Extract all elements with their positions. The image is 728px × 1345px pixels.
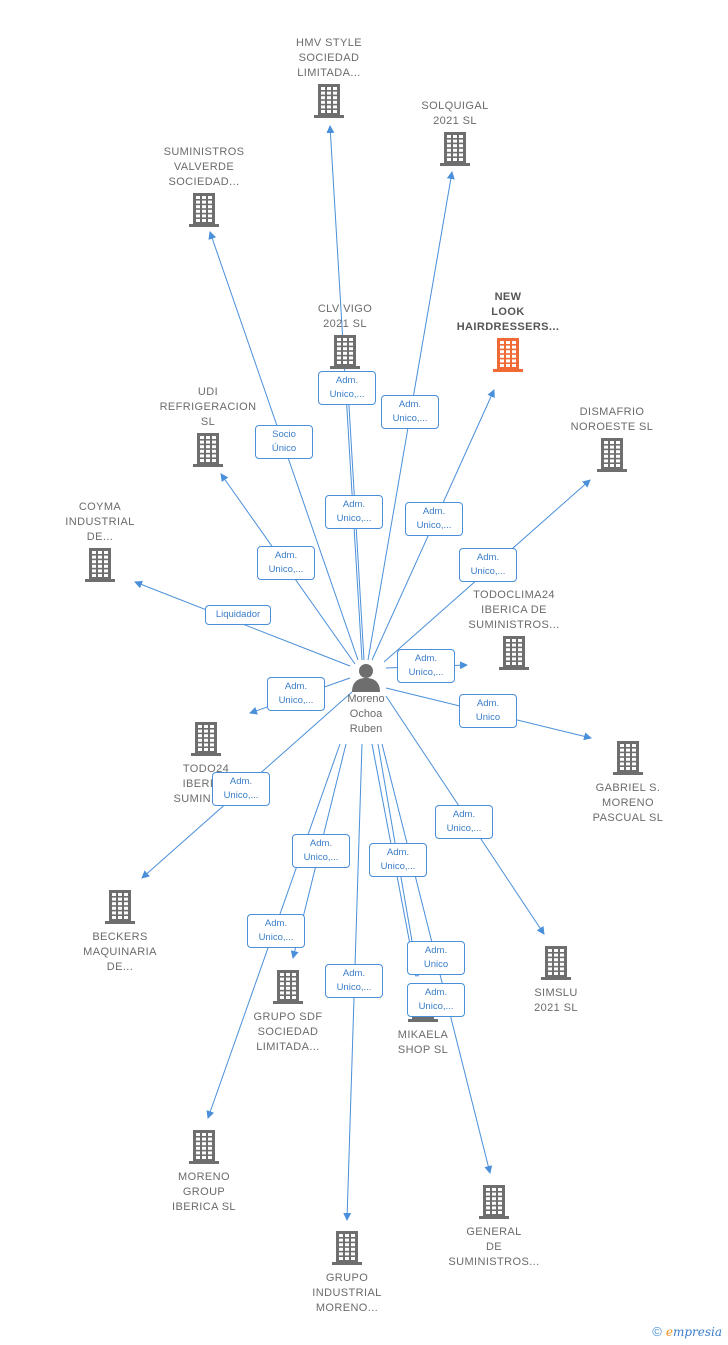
- building-icon: [191, 722, 221, 756]
- company-node-solquigal[interactable]: SOLQUIGAL 2021 SL: [380, 99, 530, 166]
- copyright-icon: ©: [652, 1324, 662, 1339]
- company-label: COYMA INDUSTRIAL DE...: [65, 501, 135, 543]
- company-node-suministros-valverde[interactable]: SUMINISTROS VALVERDE SOCIEDAD...: [129, 145, 279, 227]
- company-node-todoclima24[interactable]: TODOCLIMA24 IBERICA DE SUMINISTROS...: [439, 588, 589, 670]
- person-icon: [352, 664, 380, 692]
- building-icon: [332, 1231, 362, 1265]
- company-label: MORENO GROUP IBERICA SL: [172, 1171, 236, 1213]
- relation-role-tag[interactable]: Adm. Unico,...: [369, 843, 427, 877]
- relation-role-tag[interactable]: Adm. Unico: [459, 694, 517, 728]
- company-node-simslu[interactable]: SIMSLU 2021 SL: [481, 943, 631, 1016]
- relation-role-tag[interactable]: Adm. Unico,...: [247, 914, 305, 948]
- building-icon: [541, 946, 571, 980]
- center-person[interactable]: Moreno Ochoa Ruben: [316, 662, 416, 737]
- relation-role-tag[interactable]: Adm. Unico,...: [407, 983, 465, 1017]
- building-icon: [189, 1130, 219, 1164]
- company-label: MIKAELA SHOP SL: [397, 1029, 449, 1056]
- company-label: GABRIEL S. MORENO PASCUAL SL: [592, 782, 664, 824]
- company-label: GENERAL DE SUMINISTROS...: [448, 1226, 540, 1268]
- building-icon: [597, 438, 627, 472]
- relation-role-tag[interactable]: Adm. Unico,...: [405, 502, 463, 536]
- relation-role-tag[interactable]: Adm. Unico,...: [267, 677, 325, 711]
- company-label: UDI REFRIGERACION SL: [159, 386, 257, 428]
- company-node-dismafrio[interactable]: DISMAFRIO NOROESTE SL: [537, 405, 687, 472]
- company-node-coyma[interactable]: COYMA INDUSTRIAL DE...: [25, 500, 175, 582]
- building-icon: [499, 636, 529, 670]
- building-icon: [273, 970, 303, 1004]
- building-icon: [479, 1185, 509, 1219]
- company-node-beckers[interactable]: BECKERS MAQUINARIA DE...: [45, 887, 195, 975]
- company-node-new-look[interactable]: NEW LOOK HAIRDRESSERS...: [433, 290, 583, 372]
- building-icon: [493, 338, 523, 372]
- building-icon: [613, 741, 643, 775]
- company-node-moreno-group[interactable]: MORENO GROUP IBERICA SL: [129, 1127, 279, 1215]
- relation-role-tag[interactable]: Adm. Unico,...: [292, 834, 350, 868]
- relation-role-tag[interactable]: Adm. Unico,...: [459, 548, 517, 582]
- company-label: BECKERS MAQUINARIA DE...: [83, 931, 157, 973]
- company-label: GRUPO INDUSTRIAL MORENO...: [312, 1272, 382, 1314]
- company-node-hmv[interactable]: HMV STYLE SOCIEDAD LIMITADA...: [254, 36, 404, 118]
- company-node-general[interactable]: GENERAL DE SUMINISTROS...: [419, 1182, 569, 1270]
- company-label: SUMINISTROS VALVERDE SOCIEDAD...: [163, 146, 245, 188]
- company-label: NEW LOOK HAIRDRESSERS...: [456, 291, 560, 333]
- person-name: Moreno Ochoa Ruben: [347, 693, 385, 735]
- company-label: TODOCLIMA24 IBERICA DE SUMINISTROS...: [468, 589, 560, 631]
- company-label: SOLQUIGAL 2021 SL: [421, 100, 489, 127]
- relation-role-tag[interactable]: Adm. Unico,...: [325, 495, 383, 529]
- relation-role-tag[interactable]: Adm. Unico,...: [381, 395, 439, 429]
- relation-role-tag[interactable]: Adm. Unico: [407, 941, 465, 975]
- building-icon: [189, 193, 219, 227]
- relation-role-tag[interactable]: Adm. Unico,...: [212, 772, 270, 806]
- company-node-clv-vigo[interactable]: CLV VIGO 2021 SL: [270, 302, 420, 369]
- company-node-udi[interactable]: UDI REFRIGERACION SL: [133, 385, 283, 467]
- building-icon: [85, 548, 115, 582]
- building-icon: [440, 132, 470, 166]
- brand-logo: ©empresia: [652, 1324, 722, 1339]
- company-node-grupo-sdf[interactable]: GRUPO SDF SOCIEDAD LIMITADA...: [213, 967, 363, 1055]
- company-label: GRUPO SDF SOCIEDAD LIMITADA...: [253, 1011, 323, 1053]
- relation-role-tag[interactable]: Adm. Unico,...: [435, 805, 493, 839]
- building-icon: [314, 84, 344, 118]
- company-label: HMV STYLE SOCIEDAD LIMITADA...: [296, 37, 362, 79]
- building-icon: [330, 335, 360, 369]
- relation-role-tag[interactable]: Socio Único: [255, 425, 313, 459]
- company-label: DISMAFRIO NOROESTE SL: [570, 406, 654, 433]
- building-icon: [193, 433, 223, 467]
- relation-role-tag[interactable]: Adm. Unico,...: [397, 649, 455, 683]
- brand-name: mpresia: [672, 1325, 722, 1339]
- company-node-gabriel[interactable]: GABRIEL S. MORENO PASCUAL SL: [553, 738, 703, 826]
- relation-role-tag[interactable]: Adm. Unico,...: [257, 546, 315, 580]
- company-node-grupo-industrial[interactable]: GRUPO INDUSTRIAL MORENO...: [272, 1228, 422, 1316]
- company-label: CLV VIGO 2021 SL: [317, 303, 373, 330]
- relation-role-tag[interactable]: Liquidador: [205, 605, 271, 625]
- building-icon: [105, 890, 135, 924]
- brand-e: e: [665, 1325, 673, 1339]
- relation-role-tag[interactable]: Adm. Unico,...: [318, 371, 376, 405]
- company-label: SIMSLU 2021 SL: [534, 987, 578, 1014]
- relation-role-tag[interactable]: Adm. Unico,...: [325, 964, 383, 998]
